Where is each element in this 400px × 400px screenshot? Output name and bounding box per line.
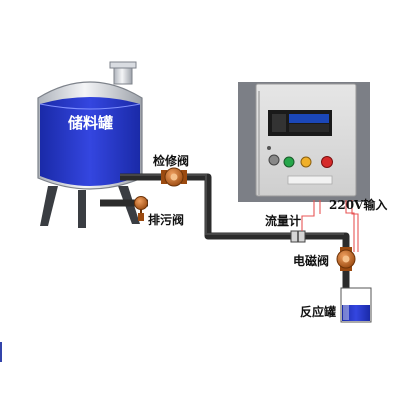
service-valve[interactable] xyxy=(161,167,187,187)
green-button xyxy=(283,156,295,168)
solenoid-valve-label: 电磁阀 xyxy=(293,254,330,268)
solenoid-valve[interactable] xyxy=(336,247,356,271)
edge-strip xyxy=(0,342,2,362)
flow-meter xyxy=(290,230,306,243)
selector-switch xyxy=(268,154,280,166)
red-button xyxy=(321,156,333,168)
storage-tank-label: 储料罐 xyxy=(68,114,114,132)
signal-wires xyxy=(301,200,359,252)
power-input-label: 220V输入 xyxy=(329,198,388,212)
reaction-tank xyxy=(340,287,372,323)
storage-tank xyxy=(37,61,143,228)
drain-valve[interactable] xyxy=(134,196,148,222)
drain-valve-label: 排污阀 xyxy=(148,213,185,227)
control-box xyxy=(238,82,370,202)
reaction-tank-label: 反应罐 xyxy=(300,305,337,319)
service-valve-label: 检修阀 xyxy=(153,154,190,168)
yellow-button xyxy=(300,156,312,168)
flow-meter-label: 流量计 xyxy=(265,214,302,228)
